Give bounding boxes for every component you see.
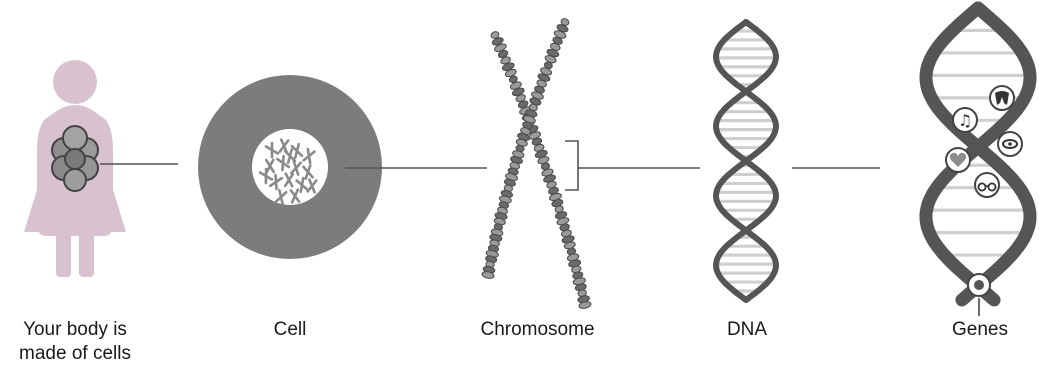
eye-icon	[998, 132, 1022, 156]
svg-text:♫: ♫	[958, 111, 972, 130]
label-genes: Genes	[935, 318, 1025, 342]
label-dna: DNA	[712, 318, 782, 342]
label-chromosome: Chromosome	[455, 318, 620, 342]
chromosome-strand-left	[490, 30, 592, 309]
chromosome-diagram	[481, 18, 591, 310]
chromosome-bracket	[565, 141, 578, 190]
glasses-icon	[975, 173, 999, 197]
label-body: Your body is made of cells	[5, 318, 145, 366]
heart-icon	[946, 148, 970, 172]
tooth-icon	[990, 86, 1014, 110]
chromosome-strand-right	[481, 18, 569, 280]
label-cell: Cell	[255, 318, 325, 342]
music-note-icon: ♫	[953, 108, 977, 132]
dna-helix	[716, 22, 776, 300]
